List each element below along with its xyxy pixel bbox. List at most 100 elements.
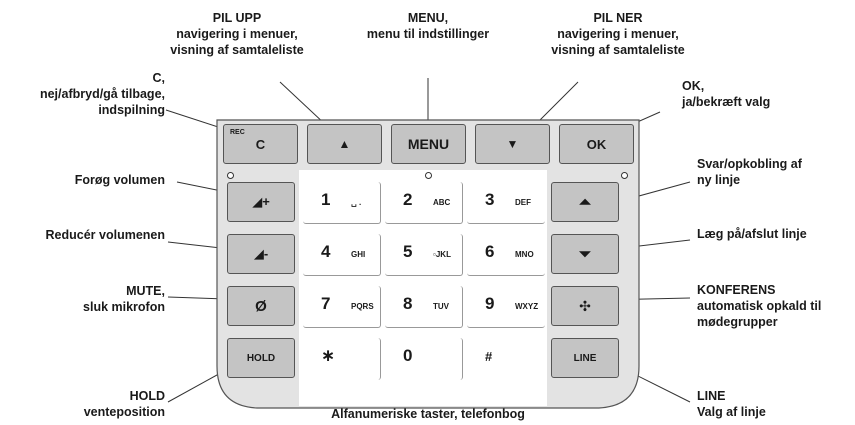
indicator-dot: [621, 172, 628, 179]
down-arrow-icon: ▼: [506, 137, 519, 151]
key-1[interactable]: 1 ␣ .: [303, 182, 381, 224]
key-5[interactable]: 5 ▫JKL: [385, 234, 463, 276]
caption-line: mødegrupper: [697, 315, 778, 329]
menu-key[interactable]: MENU: [391, 124, 466, 164]
key-digit: 5: [403, 242, 413, 261]
caption-forog: Forøg volumen: [75, 172, 165, 188]
c-key[interactable]: REC C: [223, 124, 298, 164]
caption-hold: HOLD venteposition: [84, 388, 165, 420]
caption-c: C, nej/afbryd/gå tilbage, indspilning: [40, 70, 165, 118]
caption-pil-upp: PIL UPP navigering i menuer, visning af …: [170, 10, 303, 58]
key-letters: PQRS: [351, 302, 374, 311]
hash-icon: #: [485, 349, 493, 364]
caption-title: MENU,: [407, 11, 449, 25]
key-letters: ▫JKL: [433, 250, 451, 259]
indicator-dot: [425, 172, 432, 179]
caption-line: sluk mikrofon: [83, 300, 165, 314]
volume-up-icon: ◢+: [252, 194, 270, 209]
caption-line: Valg af linje: [697, 405, 766, 419]
caption-konferens: KONFERENS automatisk opkald til mødegrup…: [697, 282, 821, 330]
caption-line: nej/afbryd/gå tilbage,: [39, 87, 165, 101]
caption-line: menu til indstillinger: [366, 27, 490, 41]
caption-alfanumeriske: Alfanumeriske taster, telefonbog: [331, 406, 525, 422]
caption-line: LINE Valg af linje: [697, 388, 766, 420]
key-6[interactable]: 6 MNO: [467, 234, 545, 276]
caption-line: indspilning: [98, 103, 165, 117]
caption-title: LINE: [697, 389, 726, 403]
caption-reducer: Reducér volumenen: [46, 227, 165, 243]
key-9[interactable]: 9 WXYZ: [467, 286, 545, 328]
key-letters: DEF: [515, 198, 531, 207]
mute-icon: Ø: [255, 297, 267, 315]
caption-line: visning af samtaleliste: [551, 43, 685, 57]
key-digit: 9: [485, 294, 495, 313]
caption-line: Alfanumeriske taster, telefonbog: [331, 407, 525, 421]
caption-line: ny linje: [697, 173, 741, 187]
volume-up-key[interactable]: ◢+: [227, 182, 295, 222]
key-digit: 2: [403, 190, 413, 209]
key-letters: TUV: [433, 302, 449, 311]
caption-ok: OK, ja/bekræft valg: [682, 78, 770, 110]
answer-call-icon: ⏶: [578, 193, 591, 211]
mute-key[interactable]: Ø: [227, 286, 295, 326]
key-digit: 7: [321, 294, 331, 313]
key-letters: GHI: [351, 250, 366, 259]
key-0[interactable]: 0: [385, 338, 463, 380]
rec-label: REC: [230, 129, 245, 136]
caption-line: ja/bekræft valg: [682, 95, 771, 109]
up-arrow-key[interactable]: ▲: [307, 124, 382, 164]
caption-menu: MENU, menu til indstillinger: [367, 10, 489, 42]
caption-line: Svar/opkobling af: [697, 157, 802, 171]
volume-down-key[interactable]: ◢-: [227, 234, 295, 274]
conference-key[interactable]: ✣: [551, 286, 619, 326]
key-digit: 3: [485, 190, 495, 209]
caption-title: PIL NER: [593, 11, 643, 25]
key-letters: ␣ .: [351, 198, 362, 207]
key-digit: 6: [485, 242, 495, 261]
down-arrow-key[interactable]: ▼: [475, 124, 550, 164]
c-key-label: C: [255, 136, 266, 152]
hangup-key[interactable]: ⏷: [551, 234, 619, 274]
caption-pil-ner: PIL NER navigering i menuer, visning af …: [551, 10, 684, 58]
caption-line: navigering i menuer,: [176, 27, 298, 41]
hold-key[interactable]: HOLD: [227, 338, 295, 378]
key-digit: 4: [321, 242, 331, 261]
line-key-label: LINE: [573, 352, 597, 364]
caption-mute: MUTE, sluk mikrofon: [83, 283, 165, 315]
hash-key[interactable]: #: [467, 338, 545, 380]
caption-title: PIL UPP: [212, 11, 262, 25]
caption-title: HOLD: [129, 389, 165, 403]
line-key[interactable]: LINE: [551, 338, 619, 378]
up-arrow-icon: ▲: [338, 137, 351, 151]
caption-line: navigering i menuer,: [557, 27, 679, 41]
menu-key-label: MENU: [407, 136, 450, 152]
caption-line: Reducér volumenen: [45, 228, 165, 242]
star-icon: ∗: [321, 346, 336, 365]
caption-line: visning af samtaleliste: [170, 43, 304, 57]
key-digit: 0: [403, 346, 413, 365]
conference-icon: ✣: [579, 297, 591, 314]
caption-line: Forøg volumen: [74, 173, 165, 187]
answer-key[interactable]: ⏶: [551, 182, 619, 222]
key-7[interactable]: 7 PQRS: [303, 286, 381, 328]
key-digit: 8: [403, 294, 413, 313]
key-letters: MNO: [515, 250, 534, 259]
caption-svar: Svar/opkobling af ny linje: [697, 156, 802, 188]
key-2[interactable]: 2 ABC: [385, 182, 463, 224]
caption-laeg: Læg på/afslut linje: [697, 226, 807, 242]
star-key[interactable]: ∗: [303, 338, 381, 380]
ok-key[interactable]: OK: [559, 124, 634, 164]
key-8[interactable]: 8 TUV: [385, 286, 463, 328]
hold-key-label: HOLD: [246, 352, 276, 364]
hangup-icon: ⏷: [578, 245, 591, 263]
key-letters: WXYZ: [515, 302, 539, 311]
key-letters: ABC: [433, 198, 451, 207]
caption-line: automatisk opkald til: [697, 299, 822, 313]
volume-down-icon: ◢-: [253, 246, 269, 261]
ok-key-label: OK: [586, 136, 607, 152]
caption-title: OK,: [682, 79, 705, 93]
caption-line: Læg på/afslut linje: [697, 227, 807, 241]
caption-title: MUTE,: [126, 284, 165, 298]
key-3[interactable]: 3 DEF: [467, 182, 545, 224]
key-4[interactable]: 4 GHI: [303, 234, 381, 276]
